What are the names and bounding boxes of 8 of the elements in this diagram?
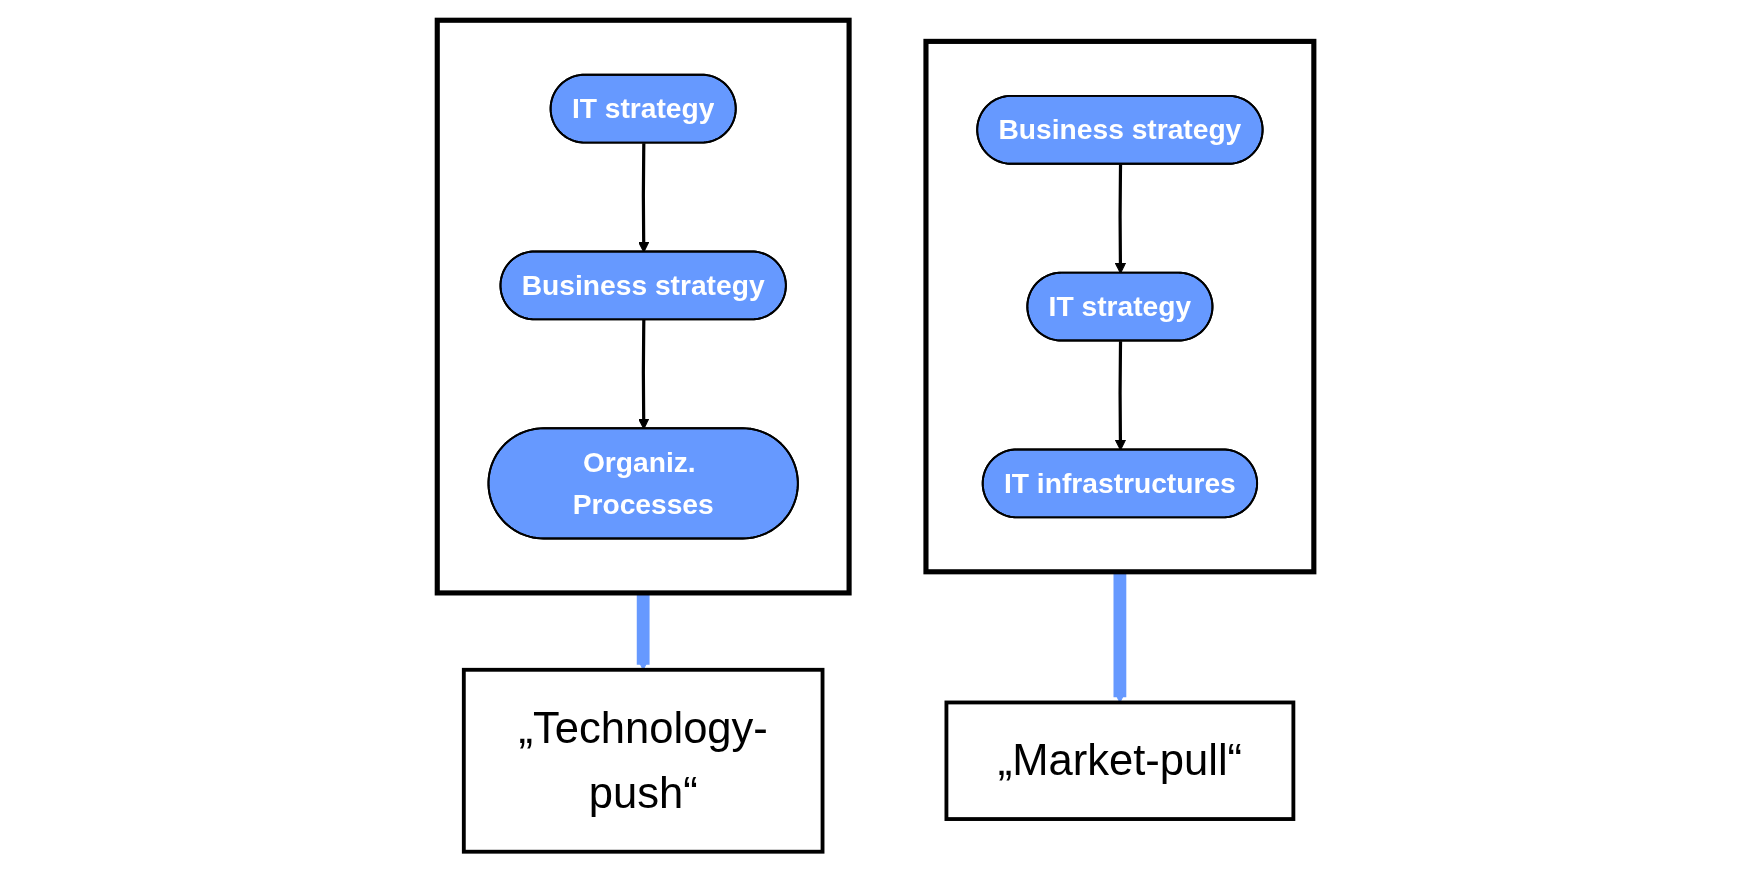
node-box: „Technology-push“ xyxy=(461,667,825,854)
arrow xyxy=(638,320,650,430)
cluster xyxy=(434,17,852,596)
cluster xyxy=(923,38,1317,575)
arrow xyxy=(638,143,650,253)
arrow xyxy=(1114,341,1126,451)
node-box: „Market-pull“ xyxy=(944,700,1296,821)
arrow xyxy=(1114,164,1126,274)
